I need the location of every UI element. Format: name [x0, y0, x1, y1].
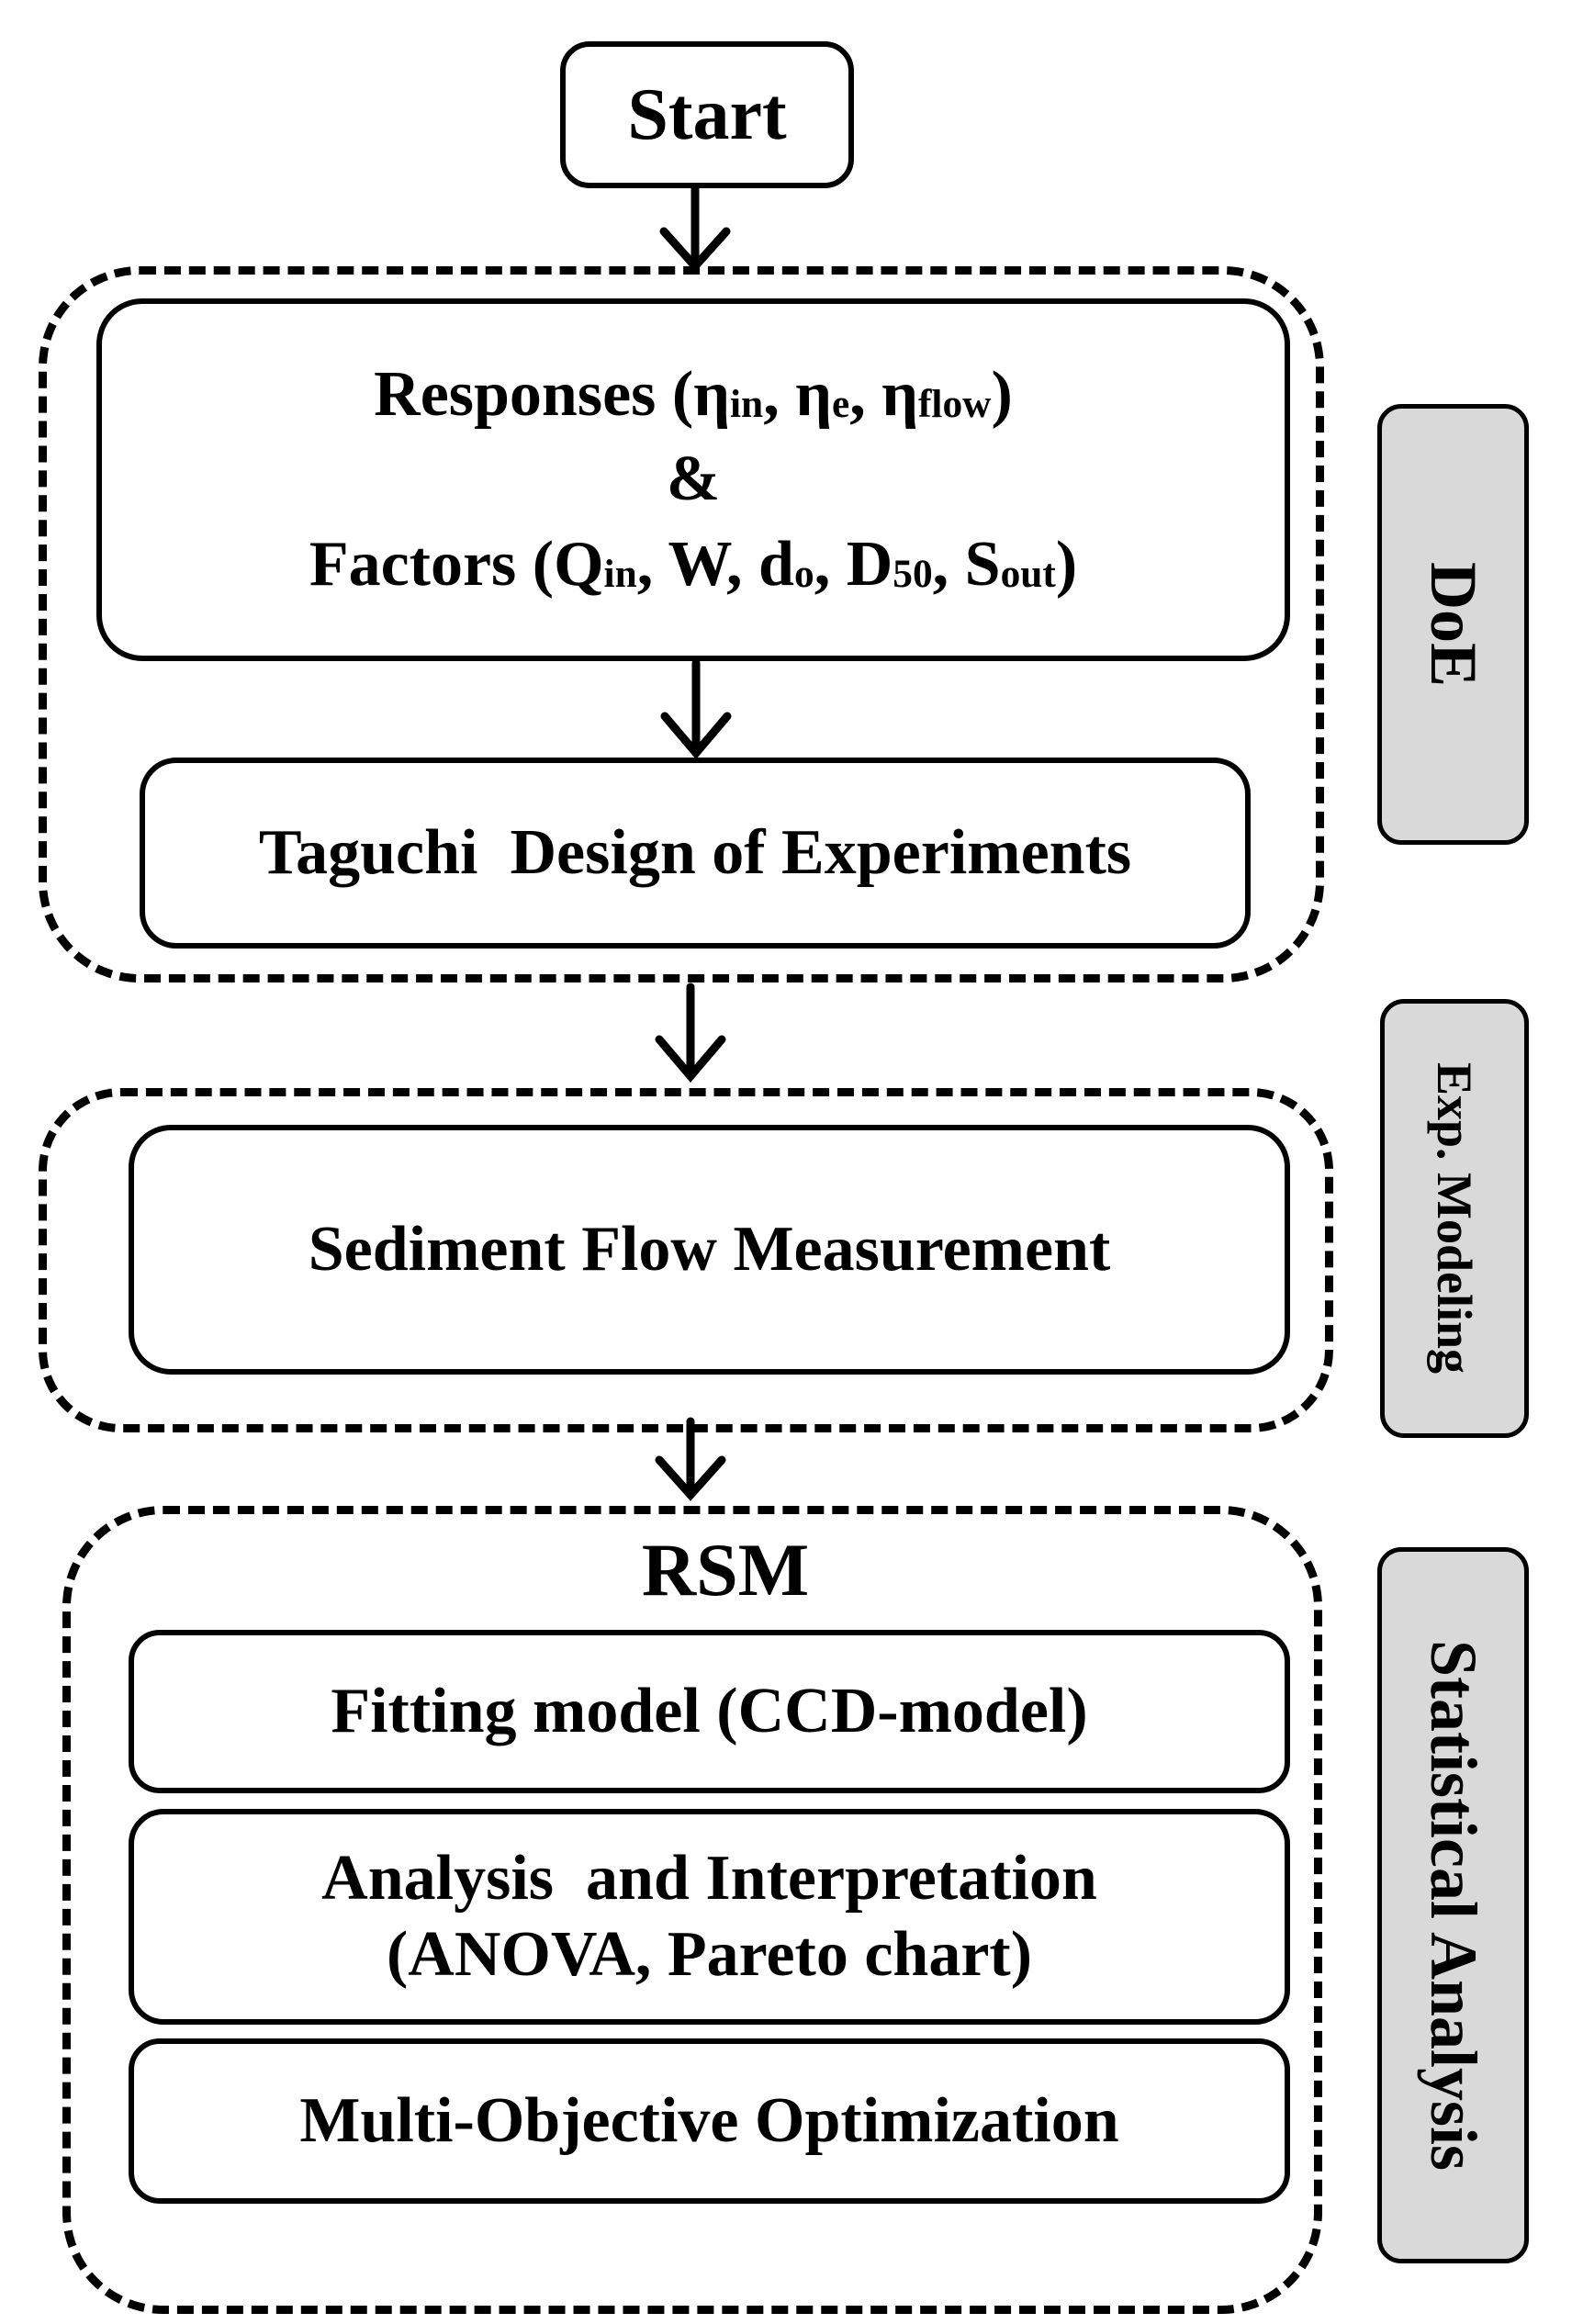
statistical-analysis-group: [62, 1506, 1322, 2314]
factor-d-o: do: [758, 528, 814, 600]
factor-q-in: Qin: [554, 528, 637, 600]
optimization-box: Multi-Objective Optimization: [129, 2038, 1290, 2204]
exp-modeling-side-label: Exp. Modeling: [1380, 999, 1529, 1438]
taguchi-box: Taguchi Design of Experiments: [140, 758, 1251, 949]
doe-side-label: DoE: [1377, 404, 1529, 845]
arrow-3: [655, 982, 726, 1083]
factors-line: Factors (Qin, W, do, D50, Sout): [309, 528, 1078, 600]
factor-s-out: Sout: [964, 528, 1056, 600]
ampersand: &: [666, 443, 721, 515]
optimization-label: Multi-Objective Optimization: [299, 2084, 1119, 2156]
rsm-title: RSM: [641, 1528, 810, 1611]
responses-eta-in: ηin: [693, 358, 764, 430]
factor-d50: D50: [846, 528, 933, 600]
analysis-box: Analysis and Interpretation (ANOVA, Pare…: [129, 1809, 1290, 2025]
responses-factors-box: Responses (ηin, ηe, ηflow) & Factors (Qi…: [96, 298, 1290, 661]
responses-eta-flow: ηflow: [881, 358, 992, 430]
start-node: Start: [560, 41, 854, 188]
analysis-line-2: (ANOVA, Pareto chart): [386, 1918, 1033, 1990]
arrow-4: [655, 1417, 726, 1501]
measurement-box: Sediment Flow Measurement: [129, 1125, 1290, 1375]
analysis-line-1: Analysis and Interpretation: [321, 1842, 1097, 1914]
fitting-model-box: Fitting model (CCD-model): [129, 1630, 1290, 1793]
measurement-label: Sediment Flow Measurement: [308, 1213, 1111, 1285]
statistical-analysis-side-label: Statistical Analysis: [1377, 1547, 1529, 2263]
taguchi-label: Taguchi Design of Experiments: [258, 816, 1132, 888]
responses-line: Responses (ηin, ηe, ηflow): [374, 358, 1013, 430]
fitting-model-label: Fitting model (CCD-model): [331, 1675, 1088, 1746]
start-label: Start: [627, 73, 787, 155]
responses-eta-e: ηe: [795, 358, 850, 430]
arrow-1: [659, 184, 731, 273]
factor-w: W: [668, 528, 727, 600]
